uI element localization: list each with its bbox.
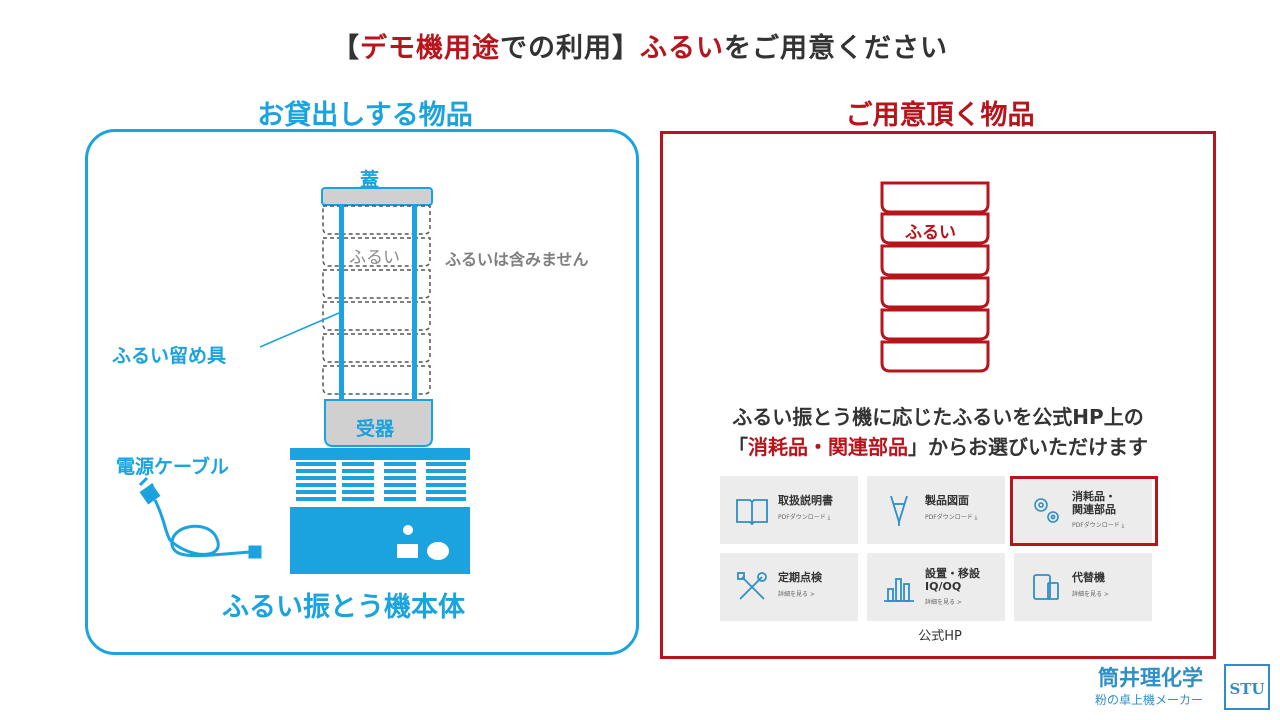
tile-inspection-label: 定期点検 — [778, 571, 822, 584]
company-tagline: 粉の卓上機メーカー — [1095, 693, 1204, 707]
devices-icon — [1033, 574, 1059, 600]
bar-chart-icon — [884, 578, 914, 602]
lid-label: 蓋 — [360, 169, 380, 191]
springs — [296, 462, 466, 501]
desc-bracket-open: 「 — [728, 435, 748, 459]
tile-manual-label: 取扱説明書 — [778, 494, 833, 507]
tile-installation-label: 設置・移設 IQ/OQ — [925, 567, 980, 593]
company-name: 筒井理化学 — [1098, 665, 1203, 690]
consumables-highlight-box — [1010, 476, 1158, 546]
control-panel-icon — [397, 525, 449, 560]
desc-parts-link: 消耗品・関連部品 — [748, 435, 908, 459]
tile-drawings-label: 製品図面 — [925, 494, 969, 507]
tile-drawings[interactable]: 製品図面 PDFダウンロード ⤓ — [867, 476, 1005, 544]
page-title: 【デモ機用途での利用】ふるいをご用意ください — [0, 26, 1280, 65]
right-panel — [660, 131, 1216, 659]
tile-installation-sub: 詳細を見る > — [925, 599, 962, 606]
cable-label: 電源ケーブル — [116, 456, 229, 478]
left-panel — [85, 129, 639, 655]
tile-inspection-sub: 詳細を見る > — [778, 591, 815, 598]
tile-manual-sub: PDFダウンロード ⤓ — [778, 514, 831, 521]
tile-inspection[interactable]: 定期点検 詳細を見る > — [720, 553, 858, 621]
lid-shape — [321, 187, 433, 206]
title-sieve: ふるい — [640, 33, 724, 64]
tile-consumables[interactable]: 消耗品・ 関連部品 PDFダウンロード ⤓ — [1014, 476, 1152, 544]
receiver-shape — [324, 399, 433, 447]
receiver-label: 受器 — [356, 418, 395, 440]
tile-installation-line1: 設置・移設 — [925, 567, 980, 580]
clamp-rod-left — [339, 205, 344, 401]
left-panel-heading: お貸出しする物品 — [257, 100, 473, 131]
clamp-rod-right — [412, 205, 417, 401]
tile-consumables-line1: 消耗品・ — [1072, 490, 1116, 503]
hp-caption: 公式HP — [918, 629, 962, 644]
desc-rest: 」からお選びいただけます — [908, 435, 1148, 459]
description-line1: ふるい振とう機に応じたふるいを公式HP上の — [732, 405, 1144, 429]
drawing-pen-icon — [890, 495, 908, 526]
sieve-label-dashed: ふるい — [349, 248, 400, 268]
book-icon — [736, 499, 768, 526]
tile-installation[interactable]: 設置・移設 IQ/OQ 詳細を見る > — [867, 553, 1005, 621]
clamp-label: ふるい留め具 — [112, 345, 227, 367]
sieve-stack-illustration — [880, 181, 990, 373]
title-usage: での利用】 — [500, 33, 640, 64]
tile-consumables-label: 消耗品・ 関連部品 — [1072, 490, 1116, 516]
title-demo-use: デモ機用途 — [360, 33, 500, 64]
tile-replacement[interactable]: 代替機 詳細を見る > — [1014, 553, 1152, 621]
tile-replacement-label: 代替機 — [1072, 571, 1105, 584]
company-logo-mark: STU — [1224, 664, 1270, 710]
right-panel-heading: ご用意頂く物品 — [845, 100, 1035, 131]
gears-icon — [1034, 498, 1059, 523]
tile-drawings-sub: PDFダウンロード ⤓ — [925, 514, 978, 521]
logo-mark-text: STU — [1229, 680, 1265, 698]
tile-replacement-sub: 詳細を見る > — [1072, 591, 1109, 598]
machine-top-plate — [290, 448, 470, 460]
sieve-shaker-illustration — [138, 187, 470, 574]
tile-installation-line2: IQ/OQ — [925, 580, 962, 593]
tile-consumables-line2: 関連部品 — [1072, 503, 1116, 516]
not-included-note: ふるいは含みません — [445, 250, 589, 269]
tools-icon — [737, 572, 767, 600]
clamp-pointer-line — [259, 312, 340, 348]
tile-manual[interactable]: 取扱説明書 PDFダウンロード ⤓ — [720, 476, 858, 544]
sieve-label-red: ふるい — [905, 223, 956, 243]
body-label: ふるい振とう機本体 — [222, 592, 465, 623]
title-bracket-open: 【 — [332, 33, 360, 64]
description-line2: 「消耗品・関連部品」からお選びいただけます — [688, 431, 1188, 460]
title-please-prepare: をご用意ください — [724, 33, 948, 64]
power-cable-icon — [138, 476, 262, 559]
machine-base — [290, 507, 470, 574]
dashed-sieve-stack — [322, 205, 431, 395]
tile-consumables-sub: PDFダウンロード ⤓ — [1072, 522, 1125, 529]
